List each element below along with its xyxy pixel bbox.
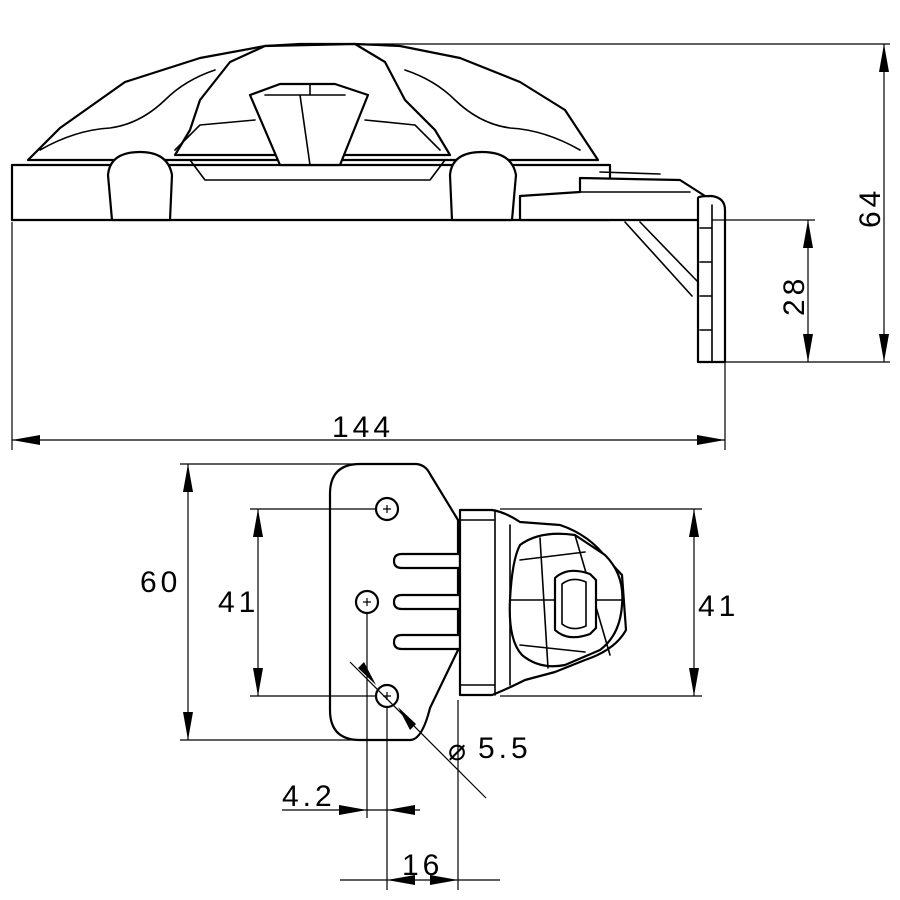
latch-button bbox=[553, 569, 598, 639]
dim-hole-to-latch: 16 bbox=[402, 849, 443, 882]
side-view bbox=[10, 42, 727, 364]
dim-latch-width: 41 bbox=[698, 590, 739, 623]
side-diamond-facet bbox=[264, 83, 346, 166]
latch-dome-facets bbox=[509, 534, 623, 669]
plate-slot-1 bbox=[392, 552, 462, 570]
dim-hole-offset: 4.2 bbox=[282, 780, 336, 813]
dim-hole-spacing: 41 bbox=[218, 586, 259, 619]
dim-overall-length: 144 bbox=[332, 411, 394, 444]
dim-plate-height: 60 bbox=[140, 566, 181, 599]
top-view bbox=[328, 462, 628, 742]
side-gusset bbox=[624, 221, 699, 297]
side-extension-detail bbox=[579, 171, 691, 193]
side-dimensions: 144 64 28 bbox=[11, 43, 890, 450]
dim-hole-diameter: 5.5 bbox=[478, 732, 532, 765]
side-bracket-ticks bbox=[699, 204, 713, 363]
side-pad-left bbox=[106, 150, 174, 222]
latch-housing-steps bbox=[459, 509, 511, 696]
plate-slot-2 bbox=[392, 593, 462, 611]
side-latch-diamond bbox=[248, 82, 370, 167]
side-body-curves bbox=[39, 69, 581, 181]
diameter-symbol: ⌀ bbox=[448, 734, 470, 767]
hole-centers bbox=[363, 505, 391, 700]
dim-bracket-height: 28 bbox=[778, 275, 811, 316]
plate-slot-3 bbox=[392, 633, 462, 651]
side-pad-right bbox=[448, 150, 518, 222]
dim-overall-height: 64 bbox=[854, 187, 887, 228]
top-dimensions: 60 41 41 ⌀ 5.5 4.2 16 bbox=[140, 463, 739, 890]
latch-button-inner bbox=[561, 578, 587, 630]
